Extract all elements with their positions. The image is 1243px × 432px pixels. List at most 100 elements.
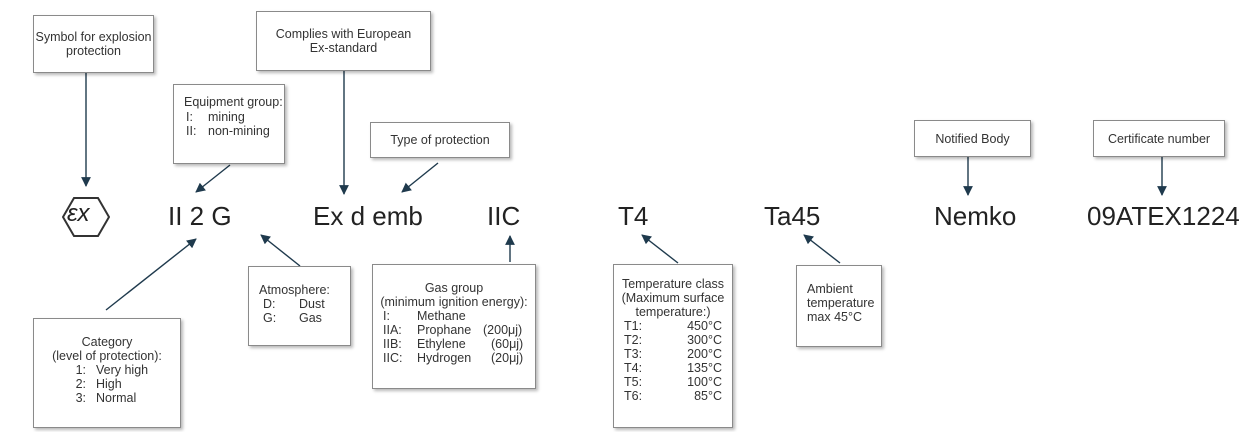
european-standard-line2: Ex-standard <box>309 41 378 55</box>
category-box: Category (level of protection): 1: Very … <box>33 318 181 428</box>
european-standard-line1: Complies with European <box>275 27 412 41</box>
gas-group-code: I: <box>383 309 390 323</box>
category-code: 1: <box>75 363 86 377</box>
category-text: Normal <box>96 391 137 405</box>
temperature-class-text: 200°C <box>687 347 722 361</box>
ambient-line1: Ambient <box>807 282 853 296</box>
equipment-group-item: II: non-mining <box>184 124 284 138</box>
category-text: High <box>96 377 122 391</box>
gas-group-item: I: Methane <box>379 309 535 323</box>
atmosphere-title: Atmosphere: <box>259 283 330 297</box>
arrow-temperature-class <box>641 234 679 264</box>
gas-group-item: IIA: Prophane (200μj) <box>379 323 535 337</box>
certificate-number-box: Certificate number <box>1093 120 1225 157</box>
category-item: 3: Normal <box>64 391 180 405</box>
type-of-protection-label: Type of protection <box>390 133 490 147</box>
atmosphere-item: D: Dust <box>259 297 350 311</box>
ambient-line3: max 45°C <box>807 310 863 324</box>
certificate-code: 09ATEX1224 <box>1087 201 1240 231</box>
arrow-category <box>105 238 197 311</box>
notified-body-box: Notified Body <box>914 120 1031 157</box>
gas-group-title-line2: (minimum ignition energy): <box>380 295 528 309</box>
ambient-code: Ta45 <box>764 201 821 231</box>
temperature-class-text: 100°C <box>687 375 722 389</box>
temperature-class-code: T2: <box>624 333 643 347</box>
temperature-class-item: T5: 100°C <box>624 375 732 389</box>
gas-group-code: IIA: <box>383 323 402 337</box>
explosion-symbol-box: Symbol for explosion protection <box>33 15 154 73</box>
gas-group-energy: (60μj) <box>491 337 524 351</box>
explosion-symbol-line1: Symbol for explosion <box>35 30 152 44</box>
temperature-class-code: T4: <box>624 361 643 375</box>
temperature-class-item: T2: 300°C <box>624 333 732 347</box>
notified-body-code: Nemko <box>934 201 1017 231</box>
category-item: 2: High <box>64 377 180 391</box>
equipment-group-code: II: <box>186 124 197 138</box>
temperature-class-title-line2: (Maximum surface <box>621 291 725 305</box>
gas-group-text: Hydrogen <box>417 351 472 365</box>
category-title-line1: Category <box>81 335 133 349</box>
arrow-atmosphere <box>260 234 301 267</box>
atmosphere-text: Gas <box>299 311 322 325</box>
category-title-line2: (level of protection): <box>52 349 162 363</box>
temperature-class-code: T1: <box>624 319 643 333</box>
arrow-type-of-protection <box>401 162 439 193</box>
gas-group-text: Prophane <box>417 323 472 337</box>
temperature-class-code: T3: <box>624 347 643 361</box>
temperature-class-code: T6: <box>624 389 643 403</box>
ambient-temperature-box: Ambient temperature max 45°C <box>796 265 882 347</box>
equipment-group-text: non-mining <box>208 124 270 138</box>
category-item: 1: Very high <box>64 363 180 377</box>
category-text: Very high <box>96 363 149 377</box>
temperature-class-code: T5: <box>624 375 643 389</box>
equipment-group-title: Equipment group: <box>184 95 283 109</box>
gas-group-title-line1: Gas group <box>424 281 484 295</box>
notified-body-label: Notified Body <box>935 131 1010 146</box>
gas-group-energy: (20μj) <box>491 351 524 365</box>
equipment-group-box: Equipment group: I: mining II: non-minin… <box>173 84 285 164</box>
temp-class-code: T4 <box>618 201 649 231</box>
equipment-group-text: mining <box>208 110 245 124</box>
gas-group-energy: (200μj) <box>483 323 523 337</box>
type-of-protection-box: Type of protection <box>370 122 510 158</box>
temperature-class-item: T6: 85°C <box>624 389 732 403</box>
atmosphere-code: G: <box>263 311 277 325</box>
gas-group-item: IIB: Ethylene (60μj) <box>379 337 535 351</box>
gas-group-code: IIC <box>487 201 521 231</box>
explosion-symbol-line2: protection <box>66 44 121 58</box>
gas-group-code: IIB: <box>383 337 402 351</box>
certificate-number-label: Certificate number <box>1107 131 1211 146</box>
temperature-class-text: 85°C <box>694 389 722 403</box>
equipment-group-code: I: <box>186 110 193 124</box>
temperature-class-item: T1: 450°C <box>624 319 732 333</box>
category-code: 3: <box>75 391 86 405</box>
equipment-group-item: I: mining <box>184 110 284 124</box>
group-category-code: II 2 G <box>168 201 232 231</box>
temperature-class-box: Temperature class (Maximum surface tempe… <box>613 264 733 428</box>
gas-group-box: Gas group (minimum ignition energy): I: … <box>372 264 536 389</box>
temperature-class-title-line3: temperature:) <box>635 305 711 319</box>
temperature-class-text: 300°C <box>687 333 722 347</box>
arrow-ambient <box>803 234 841 264</box>
atmosphere-item: G: Gas <box>259 311 350 325</box>
atmosphere-box: Atmosphere: D: Dust G: Gas <box>248 266 351 346</box>
ex-symbol-text: εx <box>67 200 90 227</box>
gas-group-text: Ethylene <box>417 337 466 351</box>
category-code: 2: <box>75 377 86 391</box>
temperature-class-title-line1: Temperature class <box>621 277 725 291</box>
temperature-class-text: 135°C <box>687 361 722 375</box>
arrow-equipment-group <box>195 164 231 193</box>
atmosphere-code: D: <box>263 297 276 311</box>
ex-type-code: Ex d emb <box>313 201 423 231</box>
temperature-class-item: T4: 135°C <box>624 361 732 375</box>
european-standard-box: Complies with European Ex-standard <box>256 11 431 71</box>
gas-group-code: IIC: <box>383 351 403 365</box>
ambient-line2: temperature <box>807 296 875 310</box>
temperature-class-text: 450°C <box>687 319 722 333</box>
ex-hexagon-icon <box>62 197 110 237</box>
temperature-class-item: T3: 200°C <box>624 347 732 361</box>
gas-group-item: IIC: Hydrogen (20μj) <box>379 351 535 365</box>
gas-group-text: Methane <box>417 309 466 323</box>
atmosphere-text: Dust <box>299 297 325 311</box>
